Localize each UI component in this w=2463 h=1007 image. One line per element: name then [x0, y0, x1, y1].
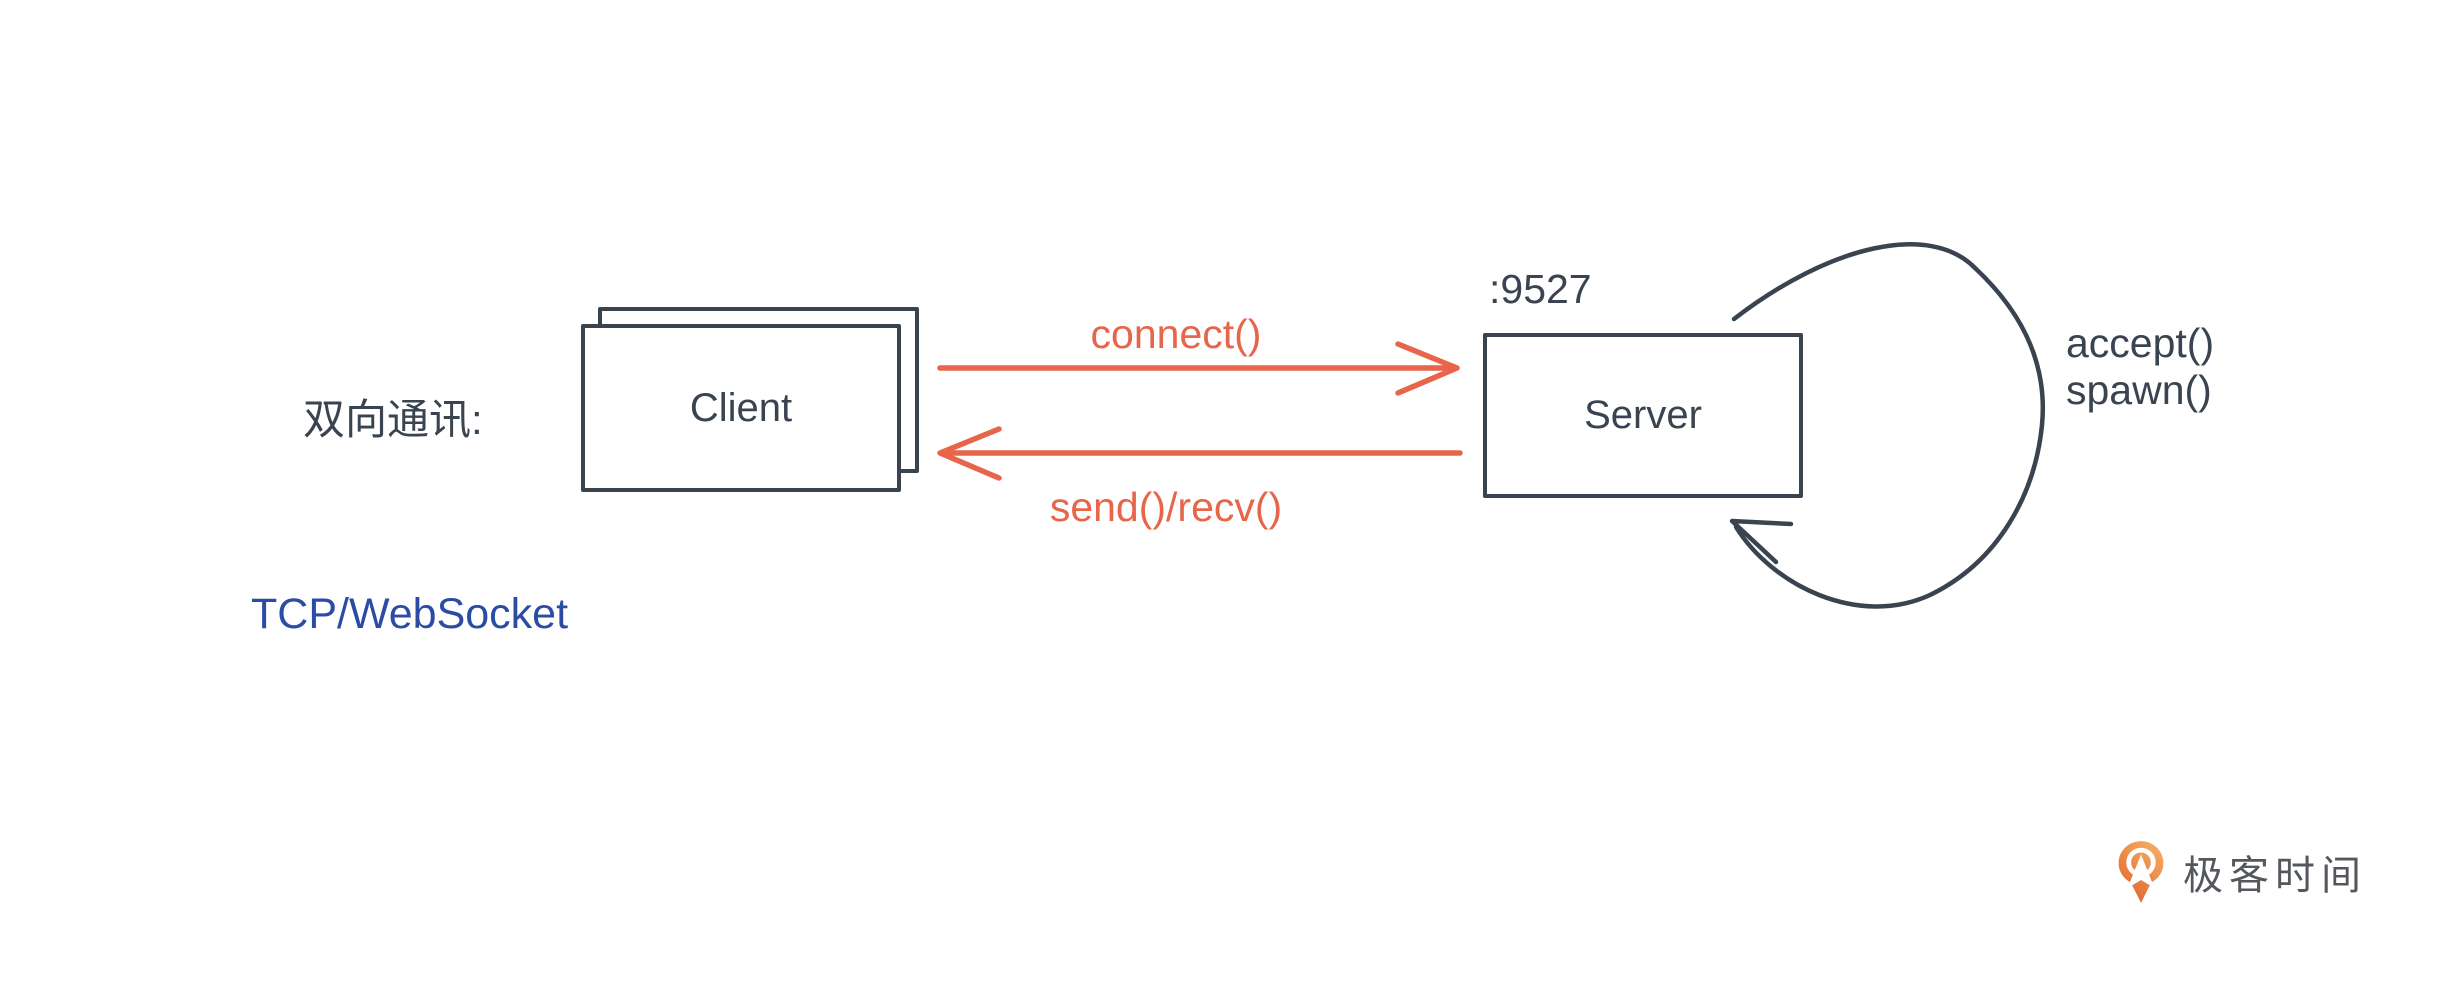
spawn-label: spawn(): [2066, 367, 2212, 413]
geektime-logo-text: 极客时间: [2183, 854, 2367, 898]
client-box: Client: [581, 324, 901, 492]
server-port-label: :9527: [1489, 266, 1592, 312]
bidirectional-heading: 双向通讯:: [303, 396, 483, 443]
send-recv-arrow-head: [937, 426, 1002, 481]
accept-loop-arrow-head: [1729, 518, 1794, 565]
connect-label: connect(): [1090, 311, 1262, 357]
connect-arrow-head: [1395, 341, 1460, 396]
geektime-logo: 极客时间: [2116, 840, 2367, 904]
accept-label: accept(): [2066, 320, 2215, 366]
protocol-label: TCP/WebSocket: [251, 590, 569, 638]
server-box: Server: [1483, 333, 1803, 498]
accept-spawn-labels: accept() spawn(): [2066, 320, 2214, 414]
client-label: Client: [689, 385, 793, 430]
server-label: Server: [1584, 393, 1702, 437]
geektime-logo-icon: [2118, 841, 2164, 903]
send-recv-label: send()/recv(): [1049, 484, 1283, 530]
